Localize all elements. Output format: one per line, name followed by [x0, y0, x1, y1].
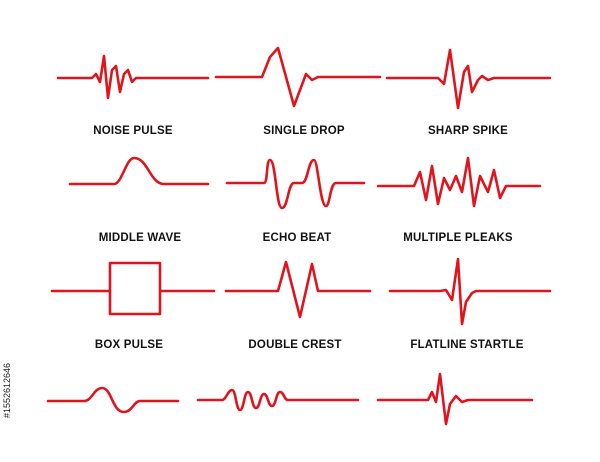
multiple-pleaks-label: MULTIPLE PLEAKS — [403, 232, 513, 244]
single-drop-waveform — [214, 46, 382, 108]
bottom-wave-right-waveform — [376, 372, 534, 426]
flatline-startle-label: FLATLINE STARTLE — [410, 339, 524, 351]
double-crest-label: DOUBLE CREST — [248, 339, 342, 351]
single-drop-label: SINGLE DROP — [263, 125, 345, 137]
double-crest-waveform — [224, 260, 372, 319]
noise-pulse-waveform — [56, 54, 210, 100]
multiple-pleaks-waveform — [376, 156, 542, 208]
flatline-startle-waveform — [388, 257, 552, 326]
box-pulse-label: BOX PULSE — [94, 339, 164, 351]
sharp-spike-waveform — [385, 48, 552, 110]
bottom-wave-left-waveform — [46, 386, 180, 414]
echo-beat-label: ECHO BEAT — [262, 232, 332, 244]
middle-wave-label: MIDDLE WAVE — [98, 232, 182, 244]
middle-wave-waveform — [68, 156, 210, 186]
stock-id-text: #1552612646 — [2, 362, 12, 418]
noise-pulse-label: NOISE PULSE — [93, 125, 173, 137]
echo-beat-waveform — [225, 158, 366, 210]
box-pulse-waveform — [50, 261, 216, 316]
sharp-spike-label: SHARP SPIKE — [428, 125, 508, 137]
bottom-wave-middle-waveform — [196, 388, 360, 412]
